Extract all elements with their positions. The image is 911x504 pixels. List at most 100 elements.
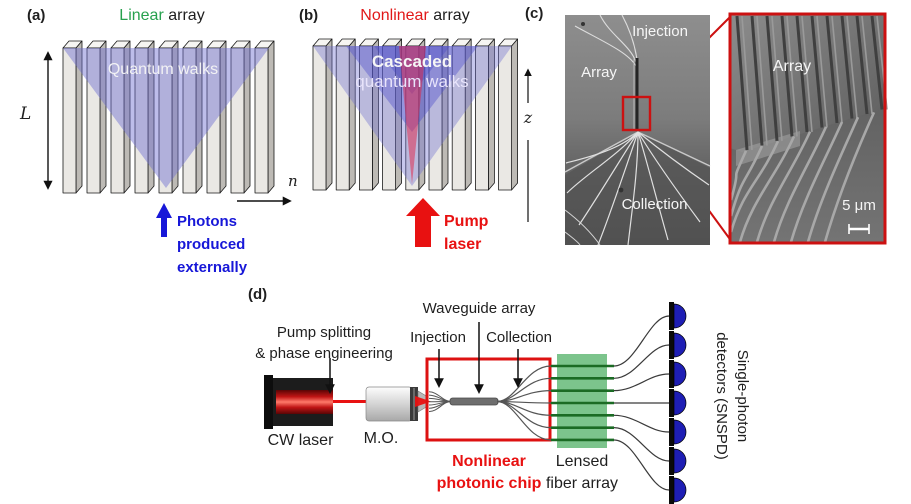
sem-collection-fan [565,131,710,246]
waveguide-array-label: Waveguide array [422,300,536,317]
inset-ridge-highlight [756,15,768,146]
pump-laser-note: Pump laser [444,213,489,253]
inset-fiber [729,145,764,217]
inset-ridge-highlight [786,15,798,137]
injection-label: Injection [410,329,466,346]
scale-bar [848,224,870,234]
panel-c-tag: (c) [525,5,544,22]
snspd-detector-icon [673,332,687,358]
panel-a-graphic [43,40,292,237]
detector-mount [669,418,674,446]
nonlinear-chip-outline [425,357,552,442]
inset-ridge [810,15,824,128]
inset-ridge [765,15,779,142]
quantum-walk-cone [63,48,269,188]
inset-fiber [806,116,860,243]
snspd-detector-icon [673,390,687,416]
waveguide-bar [206,47,221,194]
inset-ridge [750,15,764,146]
inset-ridge [870,15,884,110]
pump-laser-arrow [406,198,440,247]
waveguide-bar [86,47,101,194]
panel-d-tag: (d) [248,286,268,303]
output-fiber [613,315,670,367]
quantum-walks-label: Quantum walks [107,61,219,78]
inset-ridge [825,15,839,124]
detector-mount [669,302,674,330]
detector-mount [669,476,674,504]
inset-ridge [780,15,794,137]
sem-main-image [564,14,711,246]
chip-collection-fan [496,365,552,441]
waveguide-bar [474,45,489,191]
inset-fiber [729,150,748,201]
snspd-detector-icon [673,448,687,474]
sem-collection-label: Collection [621,196,688,213]
inset-ridge [840,15,854,119]
waveguide-bar [110,47,125,194]
waveguide-bar [230,47,245,194]
panel-b-graphic [312,38,532,247]
injection-waveguide [428,401,452,413]
waveguide-bar [158,47,173,194]
inset-ridge [735,15,749,151]
collection-waveguide [496,365,552,403]
focused-beam [415,396,431,407]
scale-bar-label: 5 μm [842,197,876,214]
photons-note: Photons produced externally [177,213,248,276]
inset-array-label: Array [772,58,812,75]
microscope-objective [365,386,431,422]
sem-array-label: Array [581,64,617,81]
inset-fiber [789,121,844,243]
cw-laser-label: CW laser [267,432,334,449]
output-fibers [613,315,670,491]
waveguide-bar [428,45,443,191]
waveguide-bar [451,45,466,191]
collection-label: Collection [486,329,552,346]
inset-fiber [738,135,796,243]
output-fiber [613,427,670,462]
inset-fiber [755,131,812,243]
collection-waveguide [496,400,552,441]
annotation-arrows [325,322,523,394]
sem-inset-image [728,12,888,245]
waveguide-bar [267,40,275,194]
waveguide-bar [254,47,269,194]
panel-b-title-rest: array [433,7,470,24]
inset-ridge-highlight [846,15,858,119]
detector-mount [669,331,674,359]
panel-a-title-highlight: Linear [119,7,164,24]
sem-injection-label: Injection [632,23,688,40]
zoom-region-box [621,95,652,132]
site-axis-label: n [288,172,298,190]
panel-b-tag: (b) [299,7,319,24]
pump-beam-cone [399,46,426,184]
waveguide-bar [134,47,149,194]
inset-ridge-highlight [771,15,783,142]
inset-fiber [729,140,780,233]
panel-a-title-rest: array [168,7,205,24]
snspd-detector-icon [673,361,687,387]
snspd-detector-icon [673,303,687,329]
pump-splitting-label: Pump splitting & phase engineering [255,324,393,362]
output-fiber [613,344,670,379]
panel-d-graphic [264,302,687,504]
output-fiber [613,373,670,392]
waveguide-bar [498,45,513,191]
panel-a-tag: (a) [27,7,46,24]
detector-mount [669,360,674,388]
snspd-detectors [669,302,687,504]
snspd-label: Single-photon detectors (SNSPD) [713,332,751,460]
photon-input-arrow [156,203,172,237]
cascaded-label: Cascaded [371,52,453,71]
waveguide-bar [312,45,327,191]
waveguide-bar [511,38,518,191]
panel-b-title-highlight: Nonlinear [360,7,429,24]
inset-ridge-highlight [801,15,813,133]
inset-fiber [823,111,876,243]
waveguide-bar [358,45,373,191]
chip-injection-fan [428,391,452,413]
waveguide-bar [335,45,350,191]
